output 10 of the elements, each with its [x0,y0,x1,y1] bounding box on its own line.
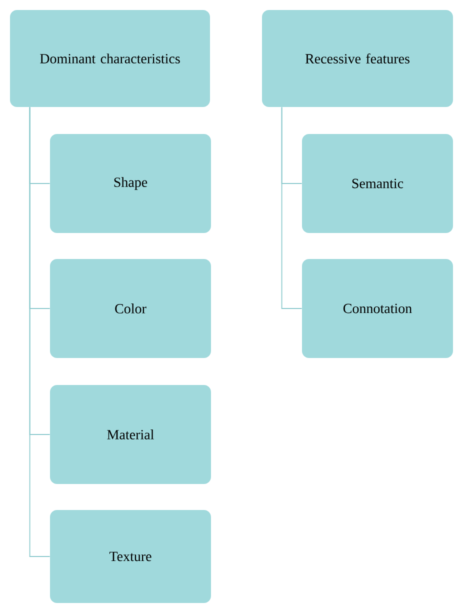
connector-line [29,106,50,557]
header-box: Dominant characteristics [10,10,210,107]
header-box: Material [50,385,211,484]
header-box: Recessive features [262,10,453,107]
header-box: Connotation [302,259,453,358]
header-box: Color [50,259,211,358]
header-box: Texture [50,510,211,603]
connector-line [281,106,302,309]
header-box: Semantic [302,134,453,233]
header-box: Shape [50,134,211,233]
